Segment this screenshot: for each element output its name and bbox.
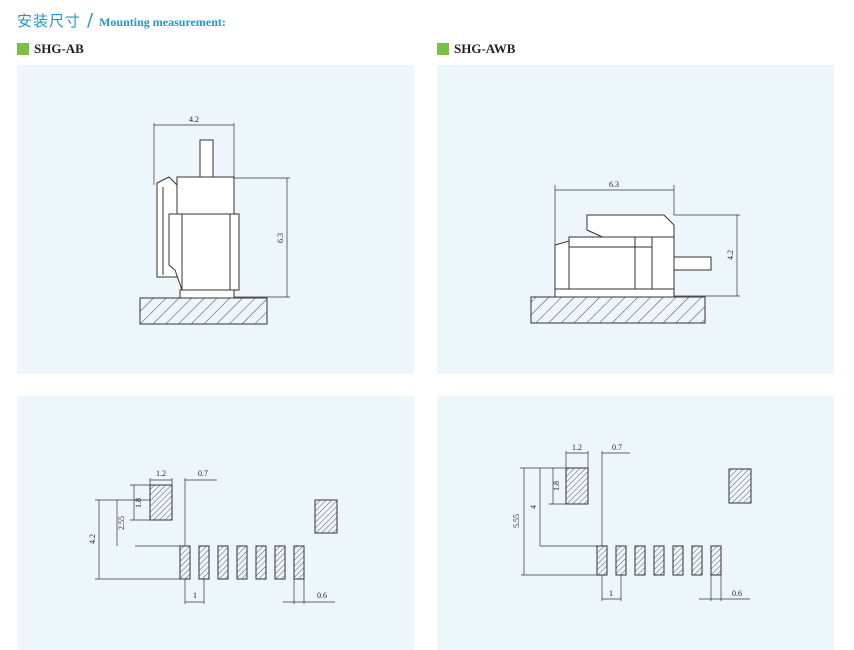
signal-pad (255, 545, 267, 580)
mount-pad (728, 468, 752, 504)
dim-awb-width: 6.3 (609, 180, 619, 189)
signal-pad (198, 545, 210, 580)
dim-awb-total: 5.55 (512, 514, 521, 528)
model-name-left: SHG-AB (34, 41, 84, 56)
green-square-icon (437, 43, 449, 55)
model-name-right: SHG-AWB (454, 41, 516, 56)
signal-pad (179, 545, 191, 580)
title-separator: / (87, 10, 94, 31)
panel-awb-footprint: 1.2 0.7 1.8 4 5.55 1 0.6 (437, 396, 834, 650)
mount-pad (314, 499, 338, 534)
pcb-hatch (139, 297, 268, 325)
dim-ab-offset: 0.7 (198, 469, 208, 478)
dim-awb-row-gap: 4 (529, 505, 538, 509)
signal-pad (653, 545, 665, 576)
panel-ab-footprint: 1.2 0.7 1.8 2.55 4.2 1 0.6 (17, 396, 414, 650)
pcb-hatch (530, 296, 706, 324)
title-en: Mounting measurement: (99, 15, 226, 29)
dim-ab-height: 6.3 (276, 233, 285, 243)
model-label-right: SHG-AWB (437, 41, 515, 57)
dim-ab-pad-height: 1.8 (134, 498, 143, 508)
signal-pad (710, 545, 722, 576)
panel-ab-side-view: 4.2 6.3 (17, 65, 414, 374)
dim-awb-height: 4.2 (726, 250, 735, 260)
page-title: 安装尺寸 / Mounting measurement: (17, 10, 226, 31)
model-label-left: SHG-AB (17, 41, 84, 57)
signal-pad (236, 545, 248, 580)
dim-awb-pad-width: 1.2 (572, 443, 582, 452)
dim-ab-pad-width: 1.2 (156, 469, 166, 478)
signal-pad (274, 545, 286, 580)
awb-footprint-drawing: 1.2 0.7 1.8 4 5.55 1 0.6 (512, 443, 752, 601)
signal-pad (672, 545, 684, 576)
dim-ab-pitch: 1 (193, 591, 197, 600)
dim-ab-row-gap: 2.55 (117, 516, 126, 530)
title-cn: 安装尺寸 (17, 12, 82, 30)
dim-awb-pitch: 1 (609, 589, 613, 598)
signal-pad (634, 545, 646, 576)
signal-pad (217, 545, 229, 580)
ab-footprint-drawing: 1.2 0.7 1.8 2.55 4.2 1 0.6 (88, 469, 338, 604)
mount-pad (149, 484, 173, 521)
ab-side-drawing: 4.2 6.3 (139, 115, 290, 325)
awb-side-drawing: 6.3 4.2 (530, 180, 740, 324)
mount-pad (565, 467, 589, 505)
signal-pad (293, 545, 305, 580)
panel-awb-side-view: 6.3 4.2 (437, 65, 834, 374)
dim-ab-total: 4.2 (88, 534, 97, 544)
dim-awb-offset: 0.7 (612, 443, 622, 452)
signal-pad (615, 545, 627, 576)
green-square-icon (17, 43, 29, 55)
dim-awb-pin-width: 0.6 (732, 589, 742, 598)
dim-awb-pad-height: 1.8 (552, 481, 561, 491)
dim-ab-width: 4.2 (189, 115, 199, 124)
signal-pad (691, 545, 703, 576)
signal-pad (596, 545, 608, 576)
dim-ab-pin-width: 0.6 (317, 591, 327, 600)
